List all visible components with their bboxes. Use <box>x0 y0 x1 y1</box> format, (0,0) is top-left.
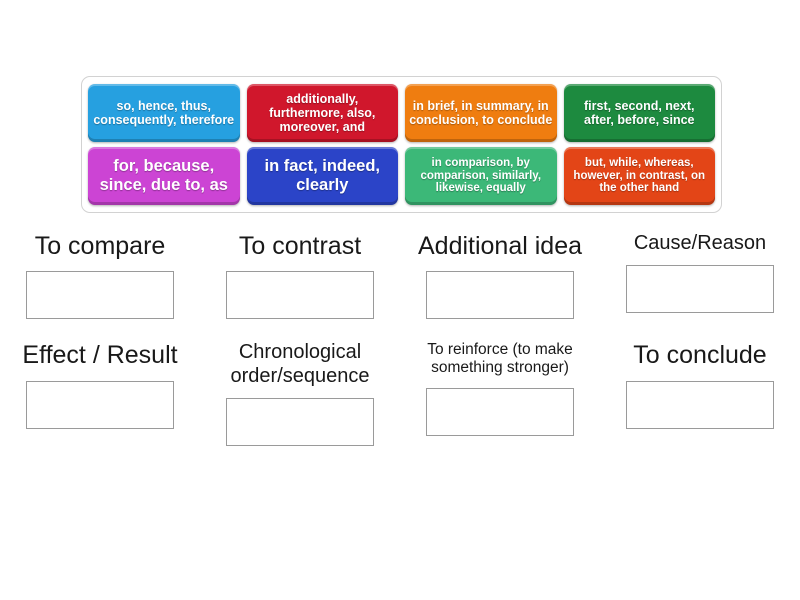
dropzone-effect-result[interactable] <box>26 380 174 429</box>
category-to-contrast: To contrast <box>200 232 400 320</box>
word-tile-label: for, because, since, due to, as <box>99 157 228 194</box>
word-tile[interactable]: first, second, next, after, before, sinc… <box>563 84 715 142</box>
word-tile-label: in fact, indeed, clearly <box>264 157 381 194</box>
word-tile-label: in brief, in summary, in conclusion, to … <box>409 98 553 127</box>
word-tile-label: in comparison, by comparison, similarly,… <box>420 156 542 195</box>
word-tile[interactable]: in comparison, by comparison, similarly,… <box>405 147 557 205</box>
dropzone-to-conclude[interactable] <box>626 380 774 429</box>
tile-row-2: for, because, since, due to, as in fact,… <box>88 147 715 205</box>
category-to-conclude: To conclude <box>600 341 800 446</box>
word-tile[interactable]: in brief, in summary, in conclusion, to … <box>405 84 557 142</box>
dropzone-to-contrast[interactable] <box>226 271 374 320</box>
word-tile[interactable]: but, while, whereas, however, in contras… <box>563 147 715 205</box>
dropzone-cause-reason[interactable] <box>626 265 774 314</box>
word-tile-label: but, while, whereas, however, in contras… <box>573 156 706 195</box>
category-label: Chronological order/sequence <box>230 341 370 387</box>
category-label: Cause/Reason <box>633 232 767 254</box>
category-grid: To compare To contrast Additional idea C… <box>0 232 800 447</box>
dropzone-additional-idea[interactable] <box>426 271 574 320</box>
dropzone-to-reinforce[interactable] <box>426 387 574 436</box>
tile-row-1: so, hence, thus, consequently, therefore… <box>88 84 715 142</box>
category-label: To contrast <box>238 232 362 260</box>
category-effect-result: Effect / Result <box>0 341 200 446</box>
word-tile[interactable]: in fact, indeed, clearly <box>246 147 398 205</box>
word-tile-label: additionally, furthermore, also, moreove… <box>269 91 376 135</box>
category-chronological-order: Chronological order/sequence <box>200 341 400 447</box>
category-to-reinforce: To reinforce (to make something stronger… <box>400 341 600 446</box>
category-label: Effect / Result <box>22 341 178 370</box>
word-tile[interactable]: additionally, furthermore, also, moreove… <box>246 84 398 142</box>
category-label: To reinforce (to make something stronger… <box>427 341 573 377</box>
word-tile[interactable]: so, hence, thus, consequently, therefore <box>88 84 240 142</box>
category-additional-idea: Additional idea <box>400 232 600 320</box>
word-tile-label: first, second, next, after, before, sinc… <box>584 98 695 127</box>
word-tile-label: so, hence, thus, consequently, therefore <box>93 98 235 127</box>
category-cause-reason: Cause/Reason <box>600 232 800 319</box>
category-to-compare: To compare <box>0 232 200 320</box>
word-tile-tray: so, hence, thus, consequently, therefore… <box>81 76 722 213</box>
dropzone-chronological-order[interactable] <box>226 398 374 447</box>
category-label: To conclude <box>633 341 767 370</box>
dropzone-to-compare[interactable] <box>26 271 174 320</box>
word-tile[interactable]: for, because, since, due to, as <box>88 147 240 205</box>
category-label: To compare <box>34 232 166 260</box>
category-label: Additional idea <box>417 232 582 260</box>
